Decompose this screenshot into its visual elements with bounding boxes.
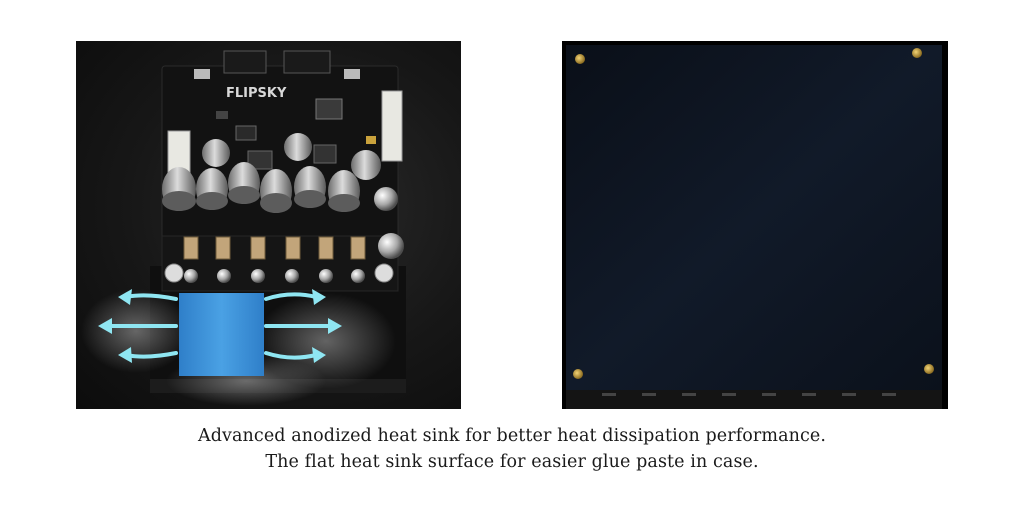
mounting-post <box>374 187 398 211</box>
heat-sink-plate-illustration <box>562 41 948 409</box>
esc-board-illustration: FLIPSKY <box>81 50 406 406</box>
heat-transfer-block <box>179 293 264 376</box>
corner-screws <box>573 48 934 379</box>
side-connector-right <box>381 90 403 162</box>
esc-board-photo: FLIPSKY <box>76 41 461 409</box>
caption-line-1: Advanced anodized heat sink for better h… <box>197 426 827 446</box>
shunt-resistors <box>183 236 366 260</box>
solder-pads <box>164 263 394 283</box>
usb-port-right <box>344 69 360 79</box>
connector-top-left <box>223 50 267 74</box>
arrow-heads <box>98 289 342 363</box>
capacitors-upper <box>202 133 381 180</box>
smoke-left <box>81 289 191 373</box>
capacitors-lower <box>162 162 360 213</box>
heat-sink-surface-photo <box>562 41 948 409</box>
base-slots <box>602 393 896 396</box>
connector-top-right <box>283 50 331 74</box>
usb-port-left <box>194 69 210 79</box>
caption-line-2: The flat heat sink surface for easier gl… <box>265 452 759 472</box>
anodized-plate <box>566 45 942 390</box>
board-brand-logo: FLIPSKY <box>226 86 287 101</box>
